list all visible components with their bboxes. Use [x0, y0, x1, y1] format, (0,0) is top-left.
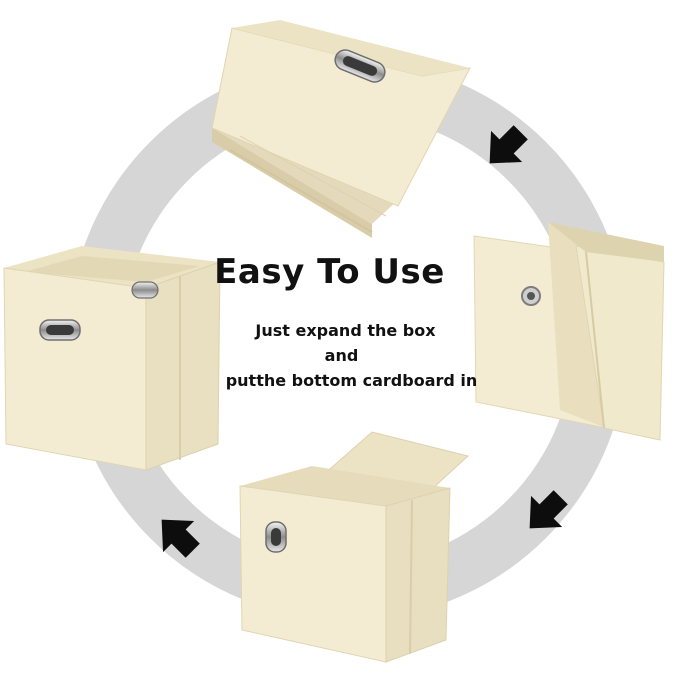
instruction-line-3: putthe bottom cardboard in	[225, 371, 478, 390]
handle-icon	[265, 521, 287, 553]
arrow-down-right-icon	[489, 125, 528, 164]
instruction-line-2: and	[324, 346, 359, 365]
folded-box-step	[211, 20, 471, 238]
arrow-up-left-icon	[161, 519, 200, 558]
assembled-box-step	[3, 246, 221, 471]
arrow-down-left-icon	[529, 490, 568, 529]
instruction-line-1: Just expand the box	[255, 321, 436, 340]
handle-icon	[131, 281, 159, 299]
handle-icon	[39, 319, 81, 341]
unfolding-box-step	[473, 222, 665, 441]
grommet-icon	[521, 286, 541, 306]
headline-title: Easy To Use	[214, 252, 445, 292]
handle-icon	[334, 49, 386, 83]
board-insert-box-step	[239, 431, 470, 663]
